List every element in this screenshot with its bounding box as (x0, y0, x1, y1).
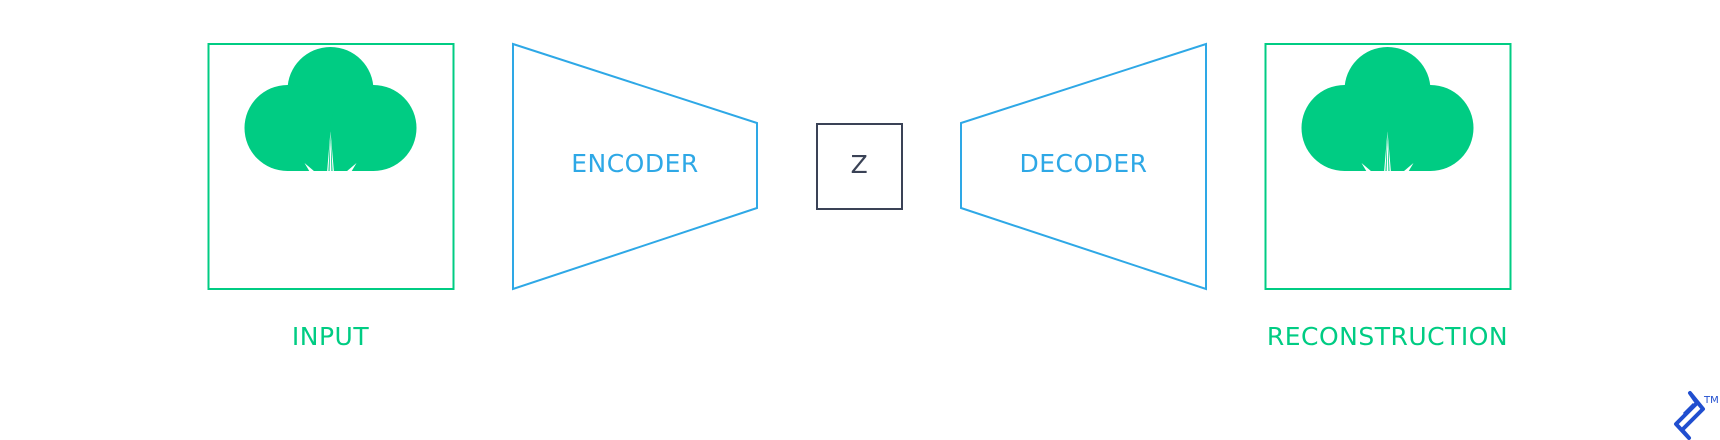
input-label: INPUT (292, 322, 369, 351)
decoder-label: DECODER (1019, 149, 1147, 178)
toptal-logo-icon: TM (1674, 391, 1719, 440)
reconstruction-label: RECONSTRUCTION (1267, 322, 1508, 351)
latent-frame (816, 123, 903, 210)
encoder-trapezoid (512, 42, 758, 291)
latent-label: Z (851, 150, 869, 179)
decoder-block: DECODER (960, 42, 1207, 291)
tree-icon (1301, 47, 1474, 250)
input-panel: INPUT (207, 43, 455, 351)
reconstruction-panel: RECONSTRUCTION (1264, 43, 1512, 351)
latent-block: Z (816, 123, 903, 210)
decoder-trapezoid (960, 42, 1207, 291)
input-frame (207, 43, 455, 290)
encoder-label: ENCODER (571, 149, 699, 178)
trademark-label: TM (1703, 395, 1719, 406)
tree-icon (244, 47, 417, 250)
reconstruction-frame (1264, 43, 1512, 290)
encoder-block: ENCODER (512, 42, 758, 291)
